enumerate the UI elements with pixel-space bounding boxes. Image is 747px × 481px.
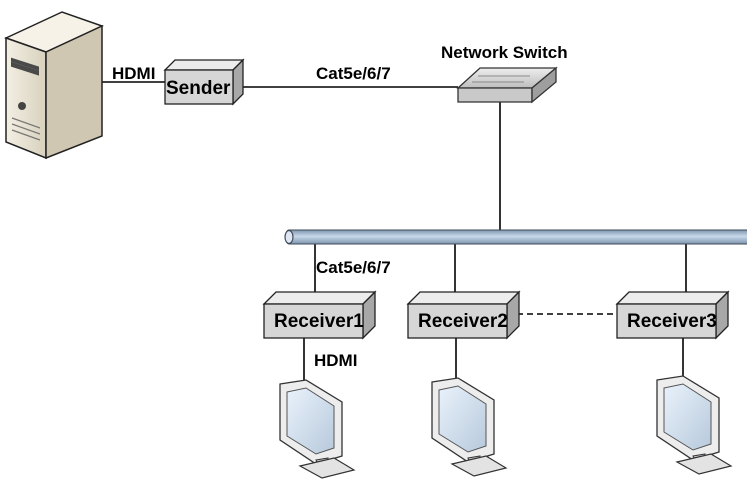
receiver3-box [615,290,730,340]
receiver1-box [262,290,377,340]
connection-lines [102,81,687,384]
receiver3-label: Receiver3 [627,311,717,332]
receiver2-box [406,290,521,340]
network-switch-icon [456,66,558,104]
receiver2-label: Receiver2 [418,311,508,332]
monitor-icon [431,377,508,477]
receiver1-label: Receiver1 [274,311,364,332]
cat-label-switch: Cat5e/6/7 [316,64,391,83]
cat-label-receiver: Cat5e/6/7 [316,258,391,277]
network-switch-label: Network Switch [441,43,568,62]
network-bus [284,229,747,245]
sender-box [163,58,245,106]
pc-tower-icon [4,11,104,160]
sender-label: Sender [166,78,231,99]
hdmi-label-sender: HDMI [112,64,155,83]
hdmi-label-receiver: HDMI [314,351,357,370]
monitor-icon [656,375,733,475]
monitor-icon [279,379,356,479]
